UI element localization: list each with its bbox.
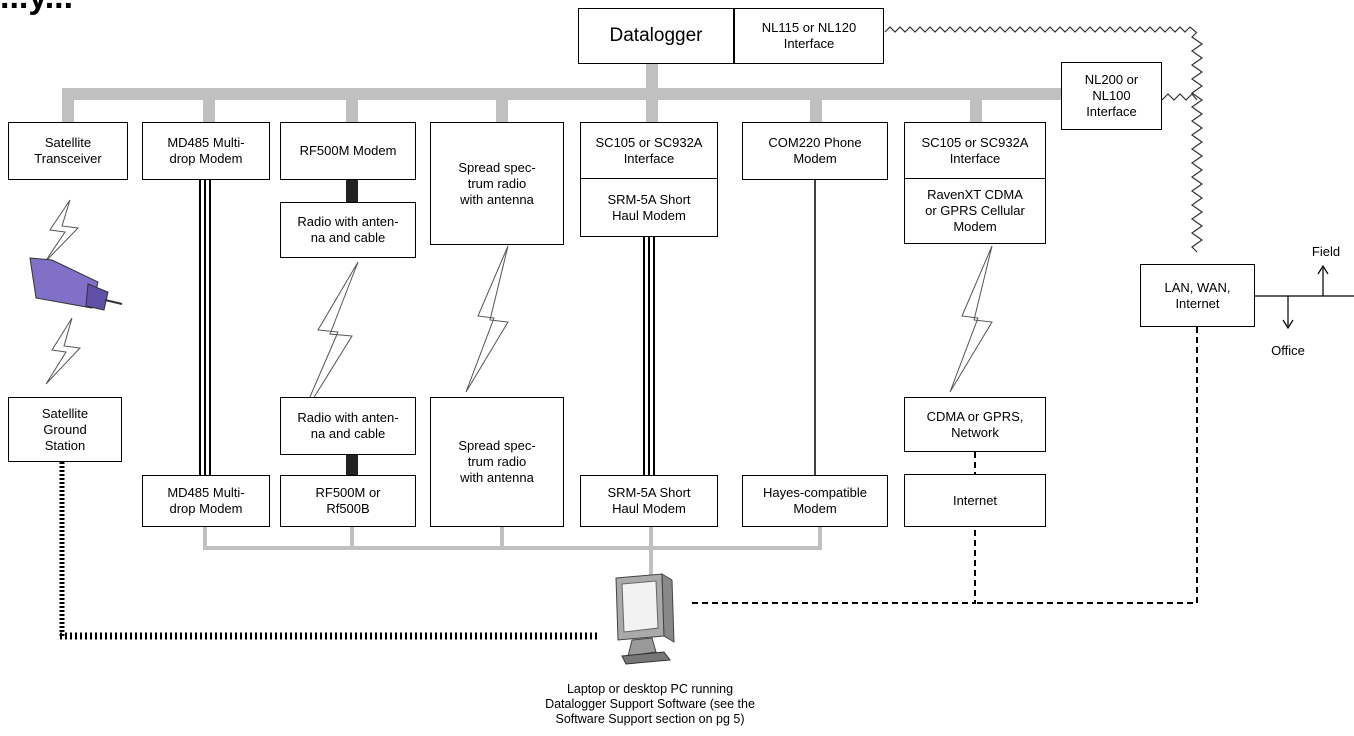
- rf500m-rf500b-box: RF500M or Rf500B: [280, 475, 416, 527]
- radio-antenna-field-box: Radio with anten- na and cable: [280, 202, 416, 258]
- office-label: Office: [1271, 343, 1305, 358]
- top-bus: [62, 88, 1142, 100]
- internet-dashed-link: [690, 452, 976, 604]
- bus-drop-5: [646, 88, 658, 122]
- bottom-bus: [203, 527, 822, 576]
- rf-cable-bottom: [346, 455, 358, 476]
- satellite-transceiver-box: Satellite Transceiver: [8, 122, 128, 180]
- bus-drop-4: [496, 88, 508, 122]
- bus-drop-1: [62, 88, 74, 122]
- datalogger-box: Datalogger: [578, 8, 734, 64]
- ethernet-link-nl200: [1161, 93, 1198, 101]
- nl115-interface-box: NL115 or NL120 Interface: [734, 8, 884, 64]
- srm5a-cable: [643, 237, 655, 475]
- internet-box: Internet: [904, 474, 1046, 527]
- rf-cable-top: [346, 180, 358, 202]
- spread-spectrum-field-box: Spread spec- trum radio with antenna: [430, 122, 564, 245]
- page-title-fragment: ...y...: [0, 0, 73, 17]
- radio-antenna-remote-box: Radio with anten- na and cable: [280, 397, 416, 455]
- wireless-link-spread: [465, 245, 509, 393]
- wireless-link-satellite-up: [44, 199, 80, 263]
- satellite-icon: [29, 257, 123, 311]
- cdma-gprs-network-box: CDMA or GPRS, Network: [904, 397, 1046, 452]
- lan-wan-internet-box: LAN, WAN, Internet: [1140, 264, 1255, 327]
- bus-drop-6: [810, 88, 822, 122]
- ethernet-link-nl115: [884, 26, 1197, 33]
- sc105-field-box: SC105 or SC932A Interface: [580, 122, 718, 180]
- srm5a-remote-box: SRM-5A Short Haul Modem: [580, 475, 718, 527]
- satellite-ground-station-box: Satellite Ground Station: [8, 397, 122, 462]
- rf500m-modem-box: RF500M Modem: [280, 122, 416, 180]
- bus-drop-3: [346, 88, 358, 122]
- pc-caption: Laptop or desktop PC running Datalogger …: [545, 682, 755, 726]
- sc105-cellular-box: SC105 or SC932A Interface: [904, 122, 1046, 180]
- md485-cable: [199, 178, 211, 475]
- bus-drop-7: [970, 88, 982, 122]
- nl200-interface-box: NL200 or NL100 Interface: [1061, 62, 1162, 130]
- spread-spectrum-remote-box: Spread spec- trum radio with antenna: [430, 397, 564, 527]
- hayes-modem-box: Hayes-compatible Modem: [742, 475, 888, 527]
- ravenxt-modem-box: RavenXT CDMA or GPRS Cellular Modem: [904, 178, 1046, 244]
- field-office-branch: [1255, 264, 1354, 330]
- lan-dashed-link: [975, 327, 1198, 604]
- bus-drop-2: [203, 88, 215, 122]
- ethernet-link-vertical: [1190, 31, 1204, 253]
- srm5a-field-box: SRM-5A Short Haul Modem: [580, 178, 718, 237]
- md485-field-box: MD485 Multi- drop Modem: [142, 122, 270, 180]
- field-label: Field: [1311, 244, 1341, 259]
- md485-remote-box: MD485 Multi- drop Modem: [142, 475, 270, 527]
- datalogger-stem: [646, 64, 658, 94]
- wireless-link-satellite-down: [45, 317, 82, 385]
- computer-monitor-icon: [615, 573, 675, 665]
- wireless-link-cellular: [949, 245, 993, 393]
- com220-modem-box: COM220 Phone Modem: [742, 122, 888, 180]
